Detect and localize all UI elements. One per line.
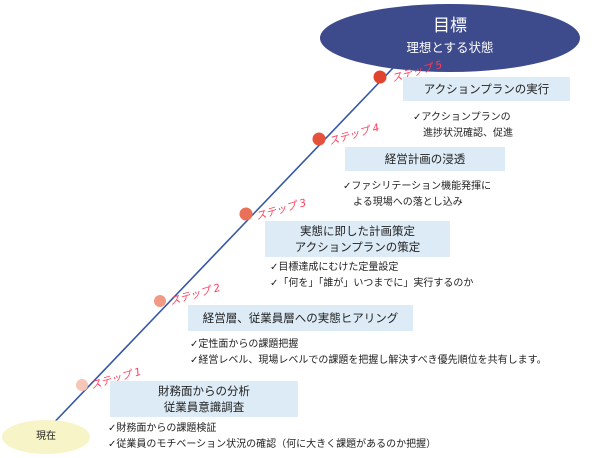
step-4-dot — [312, 132, 326, 146]
goal-ellipse: 目標 理想とする状態 — [320, 4, 580, 72]
step-2-note-1: ✓定性面からの課題把握 — [190, 339, 299, 350]
step-3-notes: ✓目標達成にむけた定量設定 ✓「何を」「誰が」いつまでに」実行するのか — [270, 260, 473, 292]
step-4-notes: ✓ファシリテーション機能発揮に よる現場への落とし込み — [343, 179, 491, 211]
progress-arrow-line — [44, 44, 416, 433]
step-4-note-2: よる現場への落とし込み — [353, 197, 463, 208]
step-3-note-2: ✓「何を」「誰が」いつまでに」実行するのか — [270, 278, 474, 289]
goal-subtitle: 理想とする状態 — [406, 40, 494, 55]
step-5-title-line-1: アクションプランの実行 — [423, 82, 550, 96]
step-4-title-line-1: 経営計画の浸透 — [384, 152, 466, 166]
goal-title: 目標 — [433, 16, 467, 36]
step-2-note-2: ✓経営レベル、現場レベルでの課題を把握し解決すべき優先順位を共有します。 — [190, 355, 547, 366]
step-2-title-line-1: 経営層、従業員層への実態ヒアリング — [202, 311, 399, 325]
start-ellipse: 現在 — [2, 420, 90, 454]
step-2-notes: ✓定性面からの課題把握 ✓経営レベル、現場レベルでの課題を把握し解決すべき優先順… — [190, 337, 547, 369]
step-3-title-line-2: アクションプランの策定 — [294, 240, 421, 254]
step-4-box: 経営計画の浸透 — [345, 147, 505, 171]
step-3-dot — [239, 207, 253, 221]
step-1-title-line-1: 財務面からの分析 — [158, 384, 250, 398]
step-1-notes: ✓財務面からの課題検証 ✓従業員のモチベーション状況の確認（何に大きく課題がある… — [108, 421, 436, 453]
step-3-box: 実態に即した計画策定 アクションプランの策定 — [265, 221, 450, 257]
step-1-dot — [76, 379, 88, 391]
step-5-note-2: 進捗状況確認、促進 — [423, 128, 513, 139]
step-3-title-line-1: 実態に即した計画策定 — [300, 224, 415, 238]
step-5-box: アクションプランの実行 — [403, 77, 570, 101]
step-2-dot — [154, 295, 166, 307]
step-5-dot — [373, 70, 387, 84]
step-1-note-1: ✓財務面からの課題検証 — [108, 423, 217, 434]
step-1-note-2: ✓従業員のモチベーション状況の確認（何に大きく課題があるのか把握） — [108, 439, 437, 450]
step-5-note-1: ✓アクションプランの — [413, 112, 511, 123]
step-2-box: 経営層、従業員層への実態ヒアリング — [188, 305, 413, 331]
step-5-notes: ✓アクションプランの 進捗状況確認、促進 — [413, 110, 513, 142]
step-4-note-1: ✓ファシリテーション機能発揮に — [343, 181, 492, 192]
step-3-note-1: ✓目標達成にむけた定量設定 — [270, 262, 399, 273]
step-1-title-line-2: 従業員意識調査 — [163, 400, 245, 414]
step-1-box: 財務面からの分析 従業員意識調査 — [110, 381, 298, 417]
